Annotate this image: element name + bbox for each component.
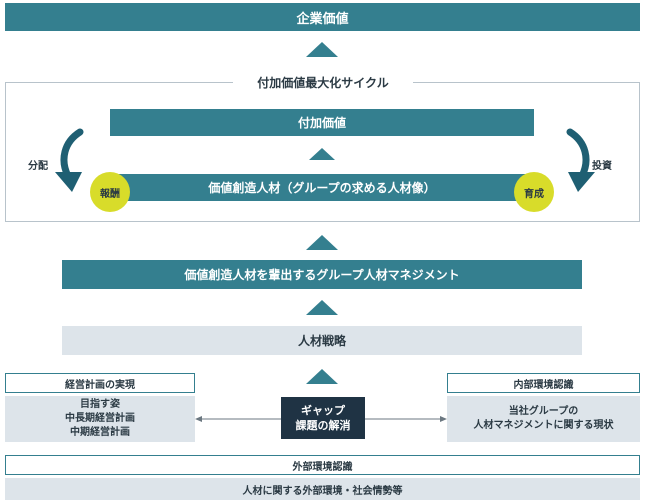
up-arrow-1 [306, 42, 338, 57]
up-arrow-5 [306, 369, 338, 384]
internal-line-2: 人材マネジメントに関する現状 [473, 420, 614, 431]
enterprise-value-bar: 企業価値 [5, 3, 640, 31]
distribution-label: 分配 [28, 161, 48, 172]
internal-header: 内部環境認識 [447, 373, 640, 393]
external-body: 人材に関する外部環境・社会情勢等 [5, 478, 640, 500]
plan-line-2: 中長期経営計画 [65, 413, 135, 424]
investment-label: 投資 [592, 161, 612, 172]
investment-curve-arrow-icon [566, 128, 595, 192]
human-resource-bar: 価値創造人材（グループの求める人材像） [110, 174, 534, 201]
plan-line-3: 中期経営計画 [70, 427, 130, 438]
gap-line-2: 課題の解消 [295, 419, 351, 432]
up-arrow-4 [306, 300, 338, 315]
strategy-bar: 人材戦略 [62, 326, 582, 355]
up-arrow-2 [309, 148, 335, 160]
gap-box: ギャップ 課題の解消 [281, 397, 365, 439]
external-header: 外部環境認識 [5, 455, 640, 475]
distribution-curve-arrow-icon [55, 128, 84, 192]
added-value-bar: 付加価値 [110, 109, 534, 136]
internal-line-1: 当社グループの [508, 406, 579, 417]
plan-body: 目指す姿 中長期経営計画 中期経営計画 [5, 396, 195, 442]
plan-header: 経営計画の実現 [5, 373, 195, 393]
development-circle: 育成 [514, 172, 554, 212]
reward-circle: 報酬 [90, 172, 130, 212]
management-bar: 価値創造人材を輩出するグループ人材マネジメント [62, 260, 582, 289]
internal-body: 当社グループの 人材マネジメントに関する現状 [447, 396, 640, 442]
plan-line-1: 目指す姿 [80, 399, 120, 410]
up-arrow-3 [306, 235, 338, 250]
gap-line-1: ギャップ [301, 404, 345, 417]
cycle-title: 付加価値最大化サイクル [233, 74, 413, 92]
